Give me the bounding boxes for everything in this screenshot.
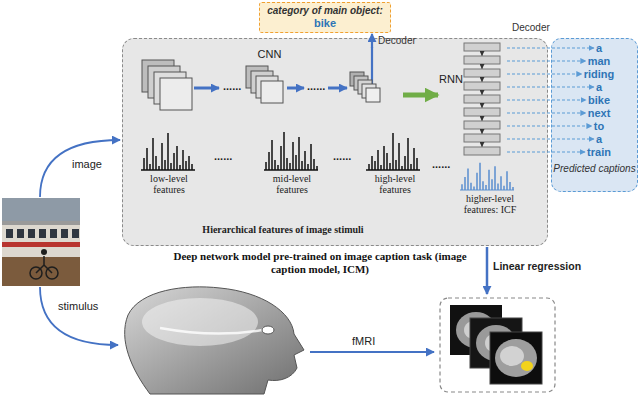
- caption-word: a: [595, 42, 603, 54]
- regression-arrow: [486, 247, 489, 294]
- histogram-bars: [141, 133, 195, 170]
- caption-word: a: [595, 133, 603, 145]
- head-figure: [125, 287, 304, 394]
- node-text: category of main object:: [267, 5, 383, 17]
- node-text: a: [596, 81, 602, 93]
- connector: [507, 151, 585, 152]
- connector: [507, 99, 586, 100]
- text-slot: fMRI: [352, 335, 375, 348]
- node-text: a: [596, 133, 602, 145]
- text-slot: Decoder: [512, 22, 550, 34]
- node-text: a: [596, 42, 602, 54]
- node-text: train: [587, 146, 611, 158]
- node-text: Hierarchical features of image stimuli: [163, 224, 403, 236]
- text-slot: ......: [223, 80, 241, 92]
- rnn-cells: [464, 43, 500, 155]
- caption-word: man: [587, 55, 612, 67]
- node-text: Predicted captions: [552, 163, 637, 175]
- text-slot: ......: [333, 150, 351, 162]
- connector: [507, 73, 582, 74]
- histogram-bars: [366, 133, 420, 170]
- node-text: mid-level features: [261, 173, 323, 195]
- node-text: next: [588, 107, 611, 119]
- text-slot: Decoder: [378, 35, 416, 47]
- brain-slices: [440, 298, 555, 392]
- node-text: Deep network model pre-trained on image …: [165, 250, 475, 276]
- ellipsis: ......: [307, 80, 325, 92]
- category-box: category of main object:bike: [259, 2, 391, 33]
- connector: [371, 34, 373, 48]
- node-text: low-level features: [139, 173, 199, 195]
- node-text: CNN: [136, 48, 403, 60]
- node-text: high-level features: [364, 173, 426, 195]
- feature-histogram: low-level features: [139, 129, 199, 195]
- node-text: bike: [267, 17, 383, 30]
- caption-word: bike: [587, 94, 611, 106]
- ellipsis: ......: [214, 150, 232, 162]
- ellipsis: ......: [223, 80, 241, 92]
- connector: [403, 93, 438, 98]
- edge-label: Decoder: [378, 35, 416, 47]
- text-slot: Predicted captions: [552, 163, 637, 175]
- arrow-label: stimulus: [58, 300, 98, 313]
- text-slot: stimulus: [58, 300, 98, 313]
- decoder-label: Decoder: [512, 22, 550, 34]
- node-text: RNN: [439, 73, 465, 85]
- histogram-bars: [460, 163, 514, 190]
- fmri-arrow: [310, 351, 434, 353]
- text-slot: ......: [214, 150, 232, 162]
- arrow-label: fMRI: [352, 335, 375, 348]
- caption-word: a: [595, 81, 603, 93]
- image-arrow: [40, 140, 120, 197]
- connector: [507, 47, 594, 48]
- arrow-label: Linear regression: [493, 260, 581, 273]
- ellipsis: ......: [333, 150, 351, 162]
- connector: [507, 60, 586, 61]
- text-slot: ......: [307, 80, 325, 92]
- text-slot: RNN: [439, 73, 465, 85]
- stimulus-arrow: [40, 287, 118, 345]
- ellipsis: ......: [432, 158, 450, 170]
- text-slot: Linear regression: [493, 260, 581, 273]
- node-text: bike: [588, 94, 610, 106]
- connector: [507, 125, 592, 126]
- node-text: higher-level features: ICF: [457, 193, 523, 215]
- text-slot: ......: [432, 158, 450, 170]
- text-slot: Deep network model pre-trained on image …: [165, 250, 475, 276]
- node-text: riding: [584, 68, 615, 80]
- connector: [507, 86, 594, 87]
- caption-word: riding: [583, 68, 616, 80]
- text-slot: Hierarchical features of image stimuli: [163, 224, 403, 236]
- caption-word: next: [587, 107, 612, 119]
- caption-word: train: [586, 146, 612, 158]
- node-text: man: [588, 55, 611, 67]
- connector: [507, 138, 594, 139]
- node-text: to: [594, 120, 604, 132]
- histogram-bars: [264, 132, 318, 170]
- arrow-label: image: [72, 158, 102, 171]
- cnn-layers: [142, 47, 380, 110]
- caption-word: to: [593, 120, 605, 132]
- stimulus-photo: [2, 198, 80, 286]
- connector: [507, 112, 586, 113]
- text-slot: image: [72, 158, 102, 171]
